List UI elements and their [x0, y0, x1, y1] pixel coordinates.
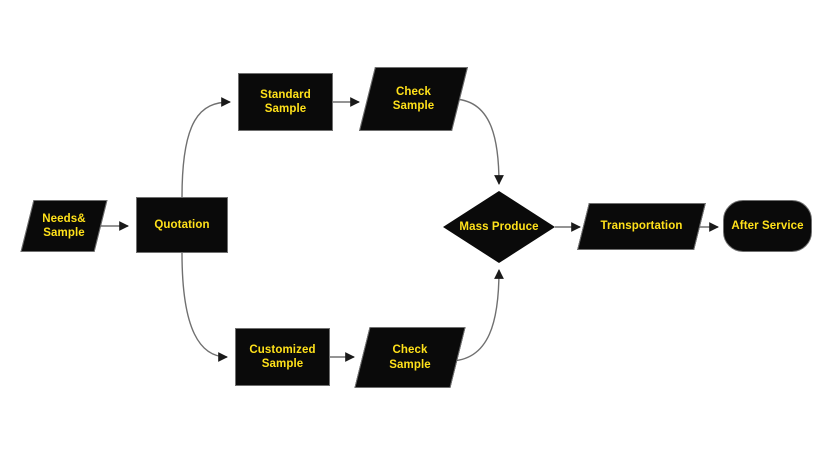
- node-shape-parallelogram: [359, 67, 468, 131]
- node-check-sample-top[interactable]: Check Sample: [359, 67, 468, 131]
- node-customized-sample[interactable]: Customized Sample: [235, 328, 330, 386]
- node-shape-parallelogram: [354, 327, 466, 388]
- edge-quotation-to-standard: [181, 97, 231, 198]
- node-label-quotation: Quotation: [154, 218, 210, 231]
- node-shape-diamond: [443, 191, 555, 263]
- node-shape-parallelogram: [20, 200, 108, 252]
- node-after-service[interactable]: After Service: [723, 200, 812, 252]
- edge-check-top-to-mass: [451, 98, 504, 185]
- node-mass-produce[interactable]: Mass Produce: [443, 191, 555, 263]
- node-shape-parallelogram: [577, 203, 706, 250]
- node-needs-sample[interactable]: Needs& Sample: [20, 200, 108, 252]
- node-standard-sample[interactable]: Standard Sample: [238, 73, 333, 131]
- node-label-customized-sample: Customized Sample: [249, 343, 316, 370]
- edge-quotation-to-customized: [181, 252, 228, 362]
- edge-check-bottom-to-mass: [448, 269, 504, 362]
- node-quotation[interactable]: Quotation: [136, 197, 228, 253]
- node-label-after-service: After Service: [731, 219, 804, 232]
- node-check-sample-bottom[interactable]: Check Sample: [354, 327, 466, 388]
- node-transportation[interactable]: Transportation: [577, 203, 706, 250]
- node-label-standard-sample: Standard Sample: [260, 88, 311, 115]
